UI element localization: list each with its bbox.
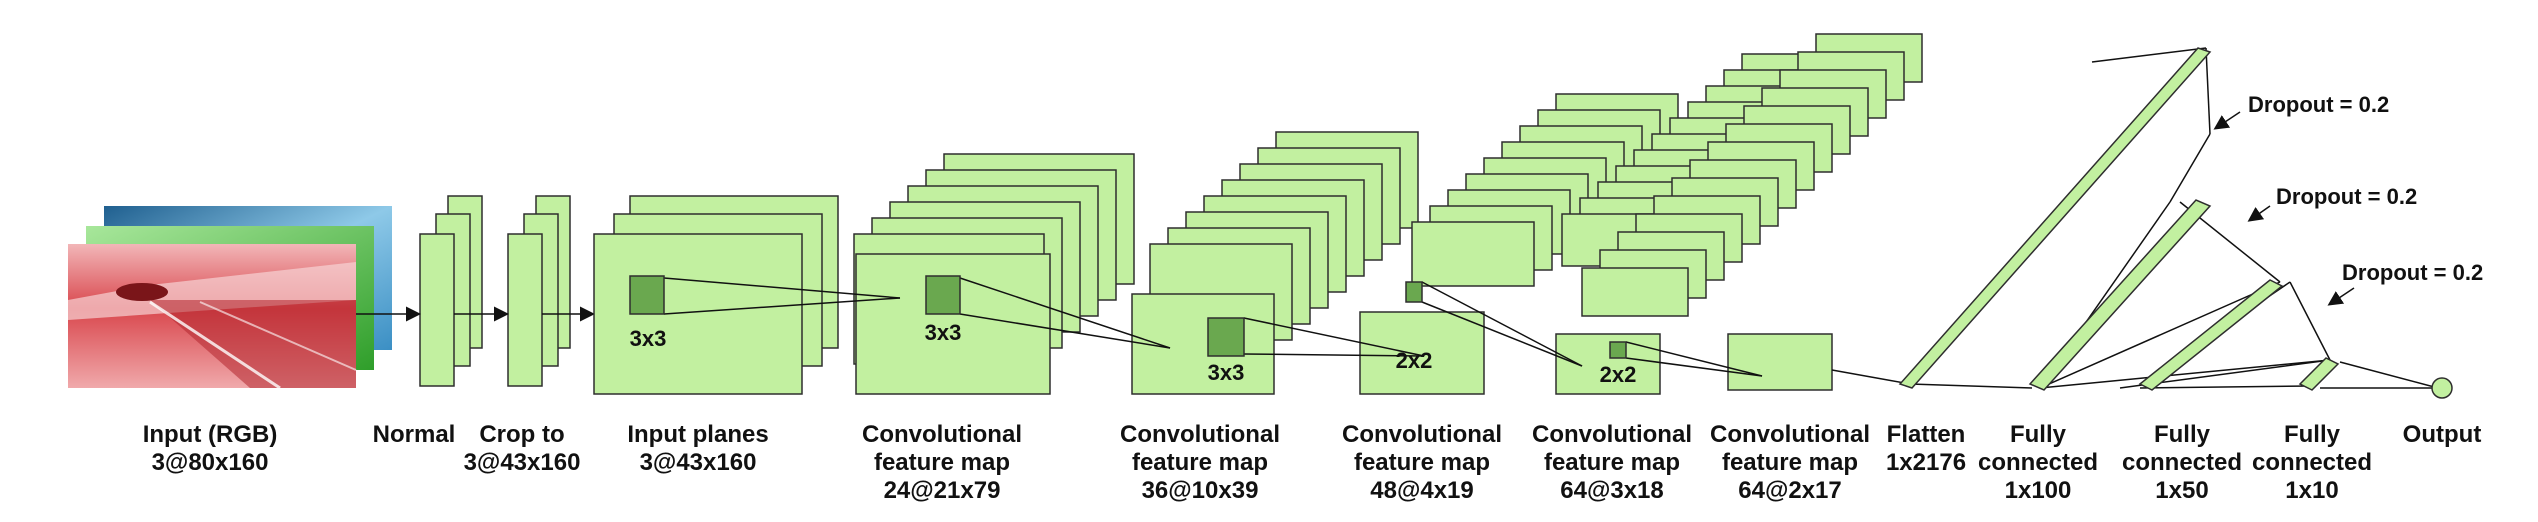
dropout-label: Dropout = 0.2	[2276, 184, 2417, 209]
layer-name: Convolutional	[1710, 421, 1870, 448]
layer-name: Input (RGB)	[143, 421, 278, 448]
layer-dims: 1x10	[2285, 477, 2338, 504]
kernel-4	[1405, 281, 1423, 303]
layer-name: Convolutional	[1532, 421, 1692, 448]
layer-dims: 64@3x18	[1560, 477, 1664, 504]
layer-dims: 1x2176	[1886, 449, 1966, 476]
layer-name: Flatten	[1887, 421, 1966, 448]
layer-dims: 1x50	[2155, 477, 2208, 504]
conv5-feature-maps	[1581, 33, 1923, 391]
conv1-feature-maps	[853, 153, 1135, 395]
layer-dims: 48@4x19	[1370, 477, 1474, 504]
layer-dims: 3@80x160	[152, 449, 269, 476]
dropout-arrow	[2247, 205, 2271, 222]
layer-dims: 3@43x160	[640, 449, 757, 476]
layer-dims: 36@10x39	[1142, 477, 1259, 504]
layer-name: feature map	[1132, 449, 1268, 476]
kernel-size-label: 2x2	[1600, 362, 1637, 387]
kernel-size-label: 2x2	[1396, 348, 1433, 373]
fc-100-layer	[2028, 199, 2212, 391]
layer-dims: 24@21x79	[884, 477, 1001, 504]
kernel-1	[629, 275, 665, 315]
layer-name: feature map	[1722, 449, 1858, 476]
layer-name: Fully	[2154, 421, 2211, 448]
layer-name: connected	[2252, 449, 2372, 476]
layer-name: feature map	[1354, 449, 1490, 476]
layer-name: Input planes	[627, 421, 768, 448]
dropout-label: Dropout = 0.2	[2342, 260, 2483, 285]
layer-captions: Input (RGB) 3@80x160 Normal Crop to 3@43…	[143, 421, 2482, 504]
normal-layer-stack	[419, 195, 483, 387]
layer-name: Fully	[2284, 421, 2341, 448]
kernel-5	[1609, 341, 1627, 359]
layer-dims: 1x100	[2005, 477, 2072, 504]
layer-name: Convolutional	[1342, 421, 1502, 448]
kernel-2	[925, 275, 961, 315]
input-rgb-images	[68, 206, 392, 390]
kernel-3	[1207, 317, 1245, 357]
dropout-label: Dropout = 0.2	[2248, 92, 2389, 117]
input-planes-stack	[593, 195, 839, 395]
layer-name: Convolutional	[862, 421, 1022, 448]
layer-name: Fully	[2010, 421, 2067, 448]
layer-name: Convolutional	[1120, 421, 1280, 448]
layer-name: connected	[2122, 449, 2242, 476]
input-red-channel	[68, 244, 357, 390]
flatten-layer	[1898, 47, 2212, 389]
conv2-feature-maps	[1131, 131, 1419, 395]
layer-name: Normal	[373, 421, 456, 448]
dropout-arrow	[2327, 287, 2355, 306]
kernel-projections	[663, 277, 1763, 377]
fc-50-layer	[2138, 279, 2284, 391]
crop-layer-stack	[507, 195, 571, 387]
layer-dims: 64@2x17	[1738, 477, 1842, 504]
layer-name: Crop to	[479, 421, 564, 448]
layer-name: feature map	[874, 449, 1010, 476]
layer-dims: 3@43x160	[464, 449, 581, 476]
kernel-size-label: 3x3	[1208, 360, 1245, 385]
kernel-size-label: 3x3	[630, 326, 667, 351]
kernel-size-label: 3x3	[925, 320, 962, 345]
fc-10-layer	[2298, 357, 2340, 391]
layer-name: connected	[1978, 449, 2098, 476]
output-node	[2431, 377, 2453, 399]
dropout-arrow	[2213, 111, 2241, 130]
layer-name: Output	[2403, 421, 2482, 448]
layer-name: feature map	[1544, 449, 1680, 476]
